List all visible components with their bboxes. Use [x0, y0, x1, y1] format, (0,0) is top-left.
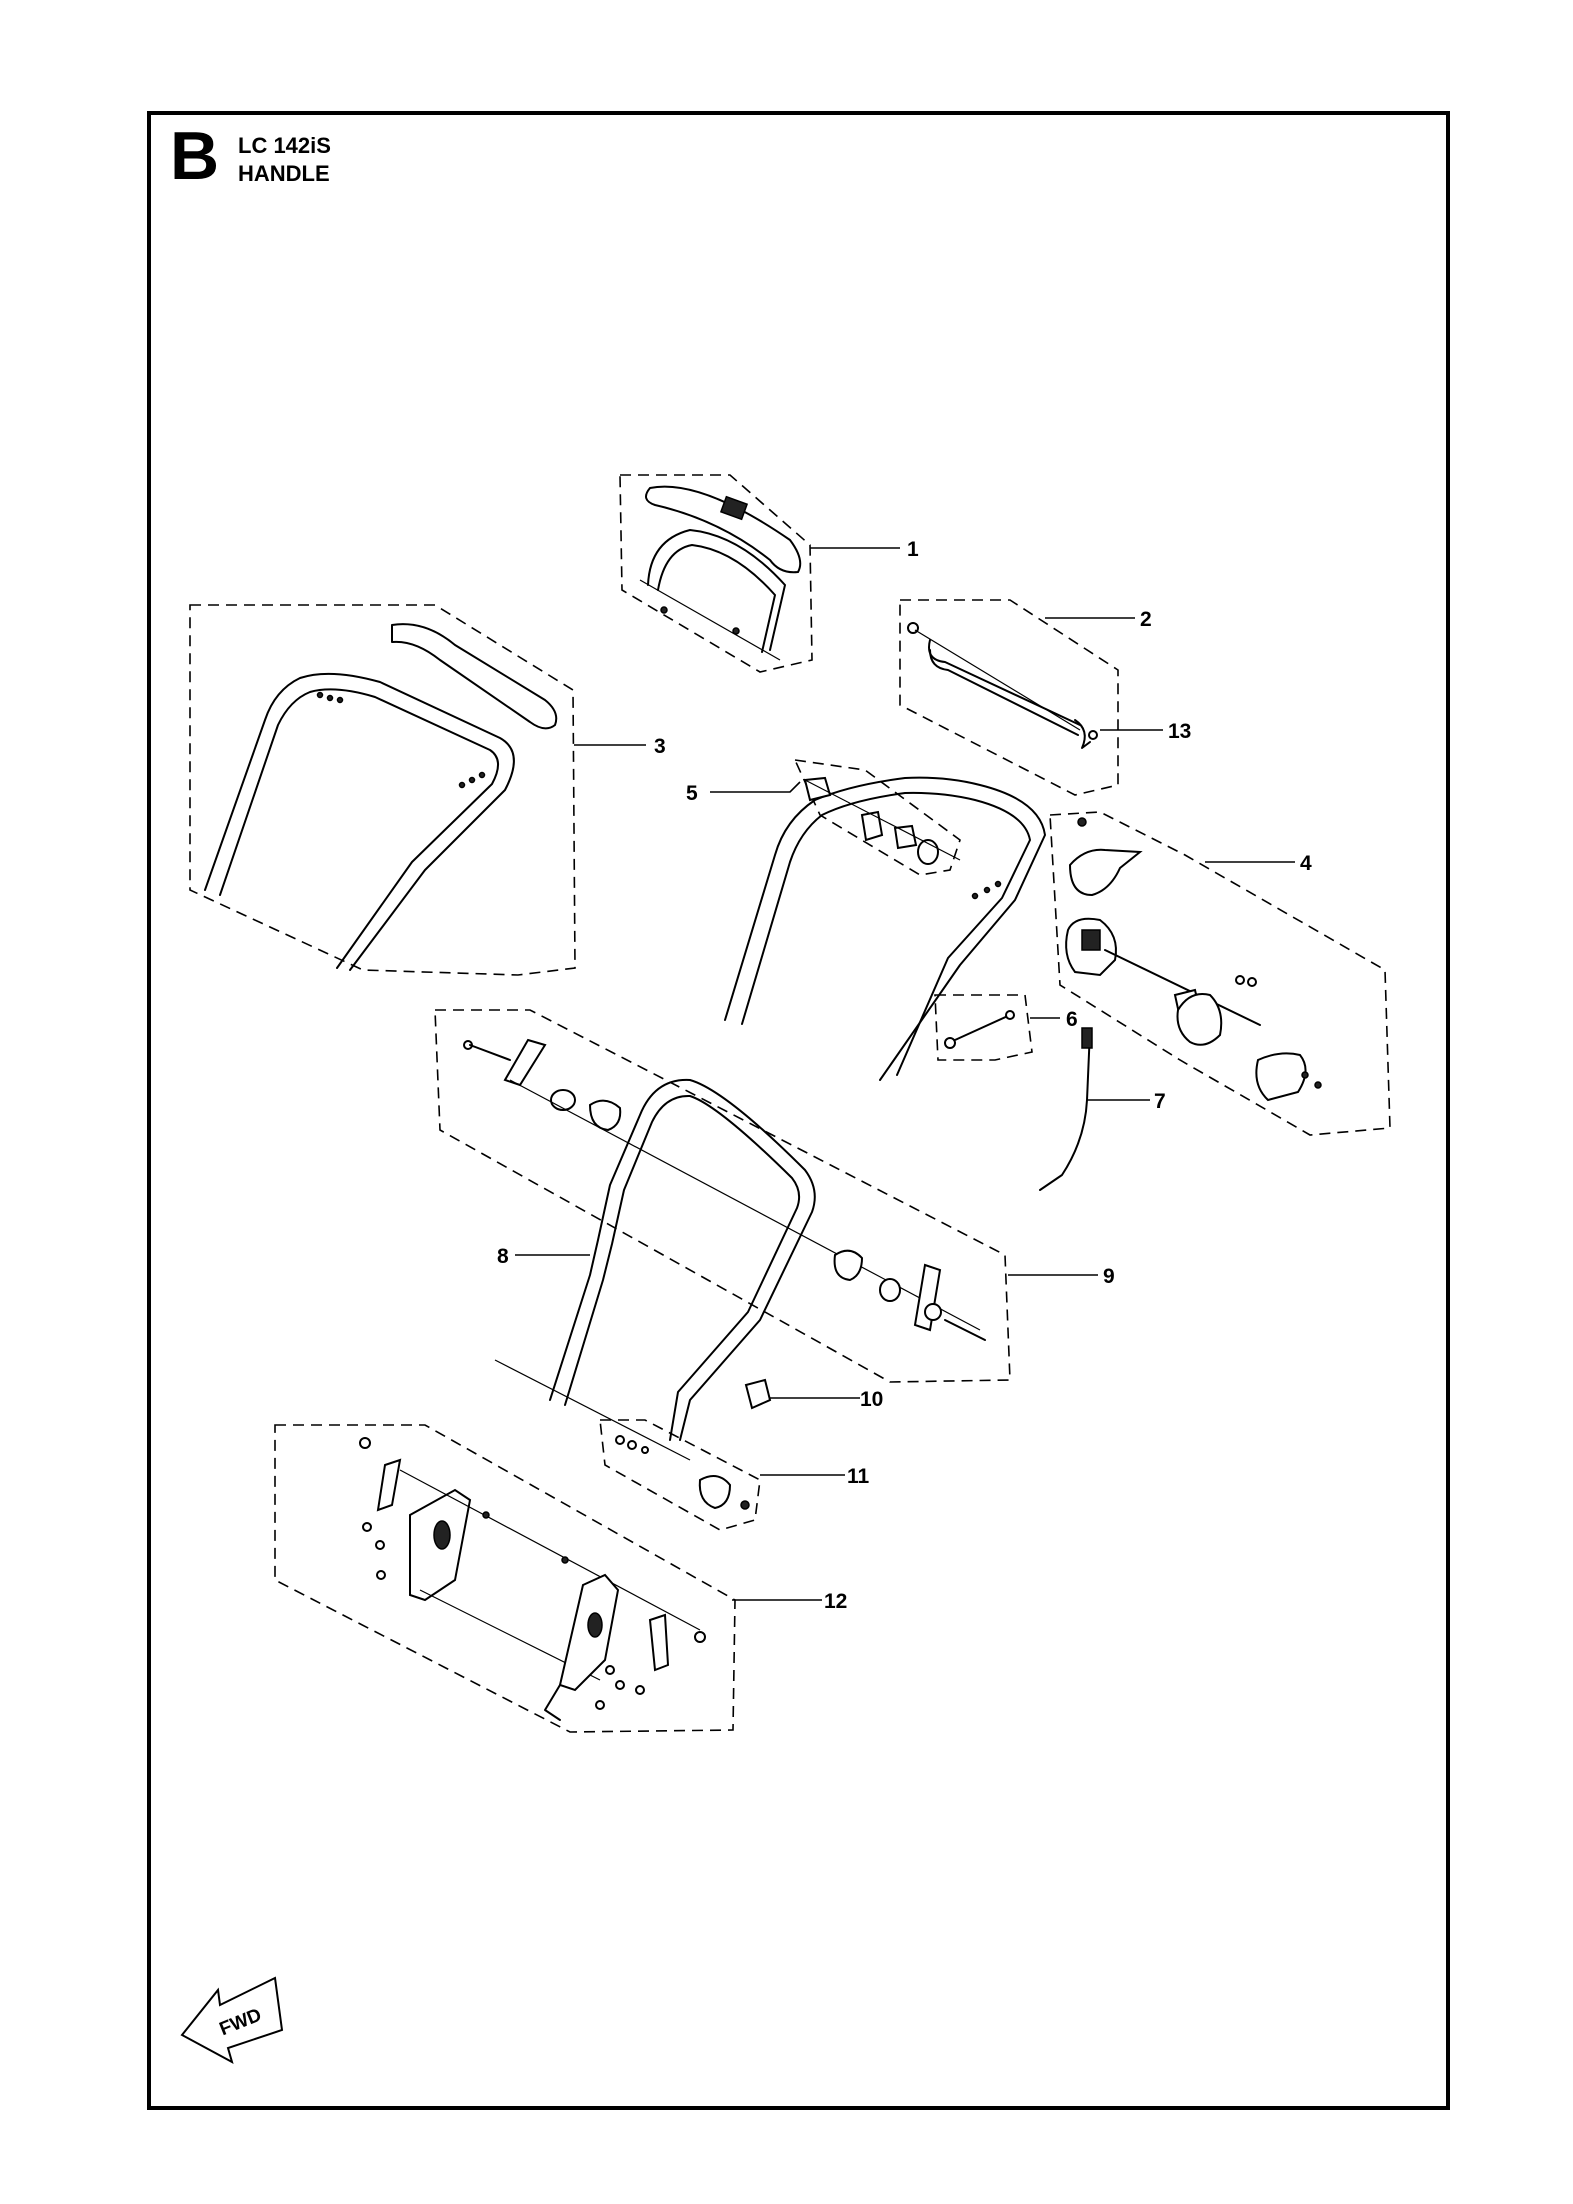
section-letter: B — [170, 118, 220, 194]
part-group-4 — [1049, 811, 1391, 1136]
callout-5: 5 — [686, 782, 698, 805]
part-group-6 — [934, 994, 1033, 1061]
part-group-11 — [599, 1419, 761, 1531]
callout-3: 3 — [654, 735, 666, 758]
fwd-arrow-icon: FWD — [180, 1976, 284, 2065]
model-name: LC 142iS — [238, 133, 331, 158]
part-group-3 — [189, 604, 576, 976]
page-title: HANDLE — [238, 161, 330, 186]
callout-1: 1 — [907, 538, 919, 561]
part-group-5 — [793, 759, 961, 876]
part-group-2 — [899, 599, 1119, 796]
callout-2: 2 — [1140, 608, 1152, 631]
callout-11: 11 — [847, 1465, 870, 1488]
part-group-9 — [434, 1009, 1011, 1383]
callout-12: 12 — [824, 1590, 847, 1613]
part-10 — [744, 1378, 772, 1410]
callout-13: 13 — [1168, 720, 1191, 743]
part-group-12 — [274, 1424, 736, 1733]
handle-main — [724, 776, 1046, 1081]
callouts: 1 2 3 4 5 6 7 8 9 10 11 12 13 — [497, 538, 1312, 1613]
part-7-cable — [1039, 1027, 1093, 1191]
callout-9: 9 — [1103, 1265, 1115, 1288]
callout-4: 4 — [1300, 852, 1312, 875]
page-frame — [147, 111, 1450, 2110]
callout-8: 8 — [497, 1245, 509, 1268]
callout-6: 6 — [1066, 1008, 1078, 1031]
callout-10: 10 — [860, 1388, 883, 1411]
part-group-1 — [619, 474, 813, 673]
part-8-lower-handle — [494, 1078, 816, 1461]
callout-7: 7 — [1154, 1090, 1166, 1113]
